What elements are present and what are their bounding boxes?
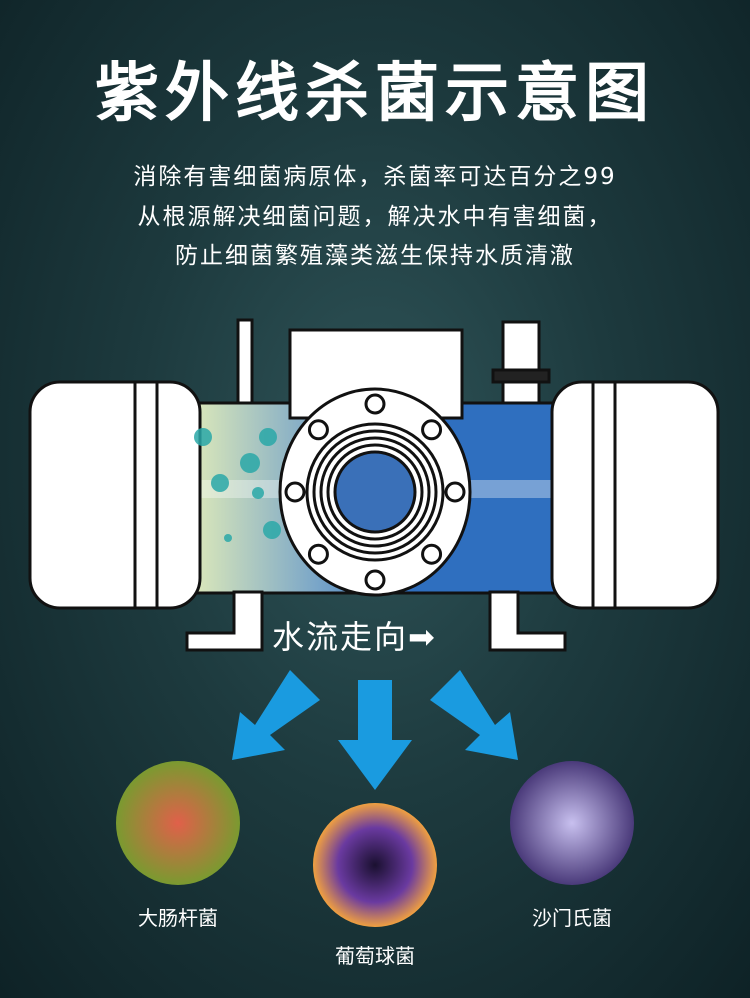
bacteria-image-staph bbox=[313, 803, 437, 927]
bolt-hole bbox=[307, 419, 329, 441]
bacteria-image-salmonella bbox=[510, 761, 634, 885]
bolt-hole bbox=[284, 481, 306, 503]
bacteria-label: 葡萄球菌 bbox=[335, 944, 415, 968]
arrow-down-right bbox=[430, 670, 518, 760]
subtitle-line: 防止细菌繁殖藻类滋生保持水质清澈 bbox=[175, 243, 575, 269]
bolt-hole bbox=[444, 481, 466, 503]
right-end-cap bbox=[550, 380, 720, 610]
bacteria-particles bbox=[194, 428, 281, 542]
left-rod bbox=[236, 318, 254, 405]
left-leg bbox=[185, 590, 264, 652]
bolt-hole bbox=[421, 543, 443, 565]
page-title: 紫外线杀菌示意图 bbox=[95, 57, 655, 131]
bacteria-label: 沙门氏菌 bbox=[532, 906, 612, 930]
left-end-cap bbox=[28, 380, 202, 610]
arrow-down-left bbox=[232, 670, 320, 760]
right-leg bbox=[488, 590, 567, 652]
flange-opening bbox=[333, 450, 417, 534]
bolt-hole bbox=[364, 393, 386, 415]
bolt-hole bbox=[307, 543, 329, 565]
bacteria-label: 大肠杆菌 bbox=[138, 906, 218, 930]
bolt-hole bbox=[364, 569, 386, 591]
arrows bbox=[232, 670, 518, 790]
subtitle-line: 消除有害细菌病原体，杀菌率可达百分之99 bbox=[133, 164, 617, 190]
arrow-down bbox=[338, 680, 412, 790]
bolt-hole bbox=[421, 419, 443, 441]
subtitle-line: 从根源解决细菌问题，解决水中有害细菌， bbox=[137, 204, 613, 230]
flow-direction-label: 水流走向➡ bbox=[272, 618, 437, 656]
bacteria-image-ecoli bbox=[116, 761, 240, 885]
right-valve bbox=[501, 320, 541, 405]
